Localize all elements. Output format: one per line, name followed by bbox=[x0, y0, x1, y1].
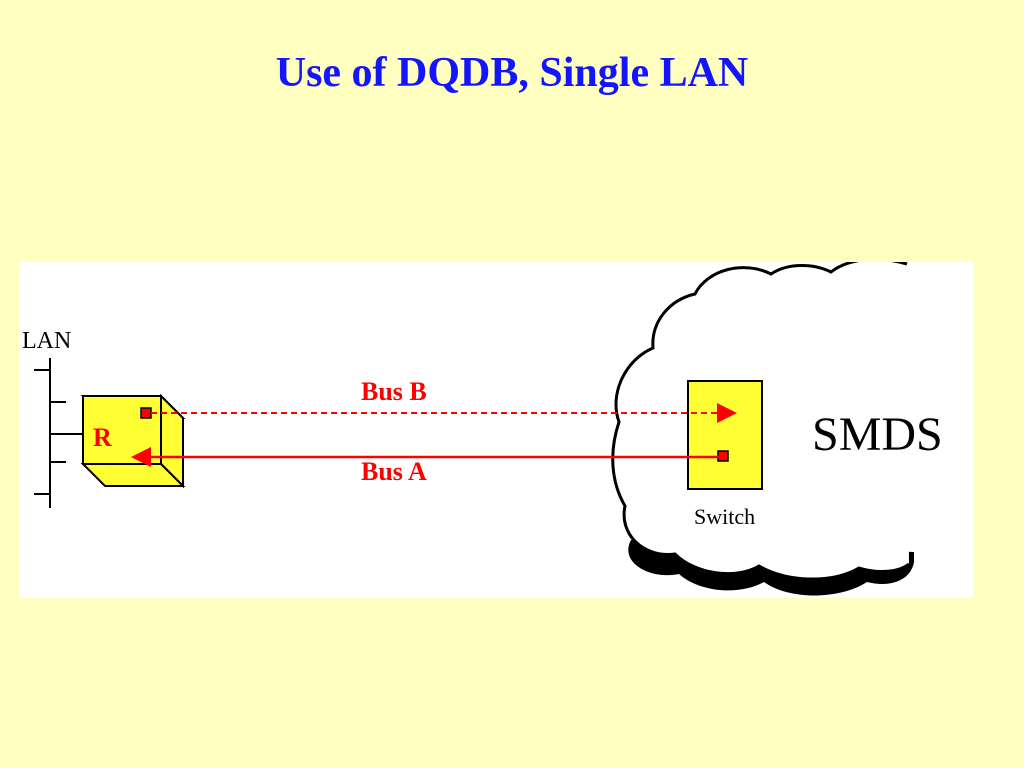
router-label: R bbox=[93, 423, 112, 452]
slide-title: Use of DQDB, Single LAN bbox=[275, 50, 749, 96]
diagram-panel: LAN R Switch Bus B Bus A SMDS bbox=[19, 262, 973, 598]
bus-b-line bbox=[151, 403, 737, 423]
bus-a-line bbox=[131, 447, 723, 467]
bus-b-arrowhead bbox=[717, 403, 737, 423]
bus-b-label: Bus B bbox=[361, 377, 427, 406]
lan-label: LAN bbox=[22, 328, 71, 354]
switch-box bbox=[687, 380, 763, 490]
bus-a-arrowhead bbox=[131, 447, 151, 467]
switch-label: Switch bbox=[694, 504, 755, 529]
smds-label: SMDS bbox=[812, 408, 943, 461]
router-port bbox=[140, 407, 152, 419]
bus-a-label: Bus A bbox=[361, 457, 427, 486]
lan-segment bbox=[34, 358, 83, 508]
